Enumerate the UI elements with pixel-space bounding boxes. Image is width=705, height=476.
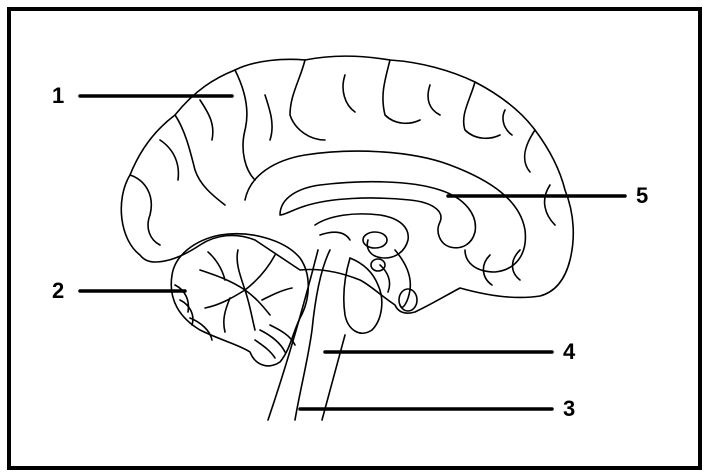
thalamus-region [314,213,409,259]
diagram-frame [7,7,702,470]
pituitary [398,288,418,312]
interthalamic-adhesion [362,231,388,249]
brainstem [294,249,383,421]
cingulate-gyrus [244,150,527,273]
label-3: 3 [563,396,576,421]
cerebellum-folia [174,284,296,359]
arbor-vitae [199,249,293,333]
gyri-lines [129,59,556,286]
label-5: 5 [636,183,649,208]
label-1: 1 [52,83,65,108]
label-2: 2 [52,278,65,303]
corpus-callosum [279,180,477,249]
cerebellum-outline [170,232,310,367]
label-4: 4 [563,339,576,364]
mammillary-body [370,258,386,272]
